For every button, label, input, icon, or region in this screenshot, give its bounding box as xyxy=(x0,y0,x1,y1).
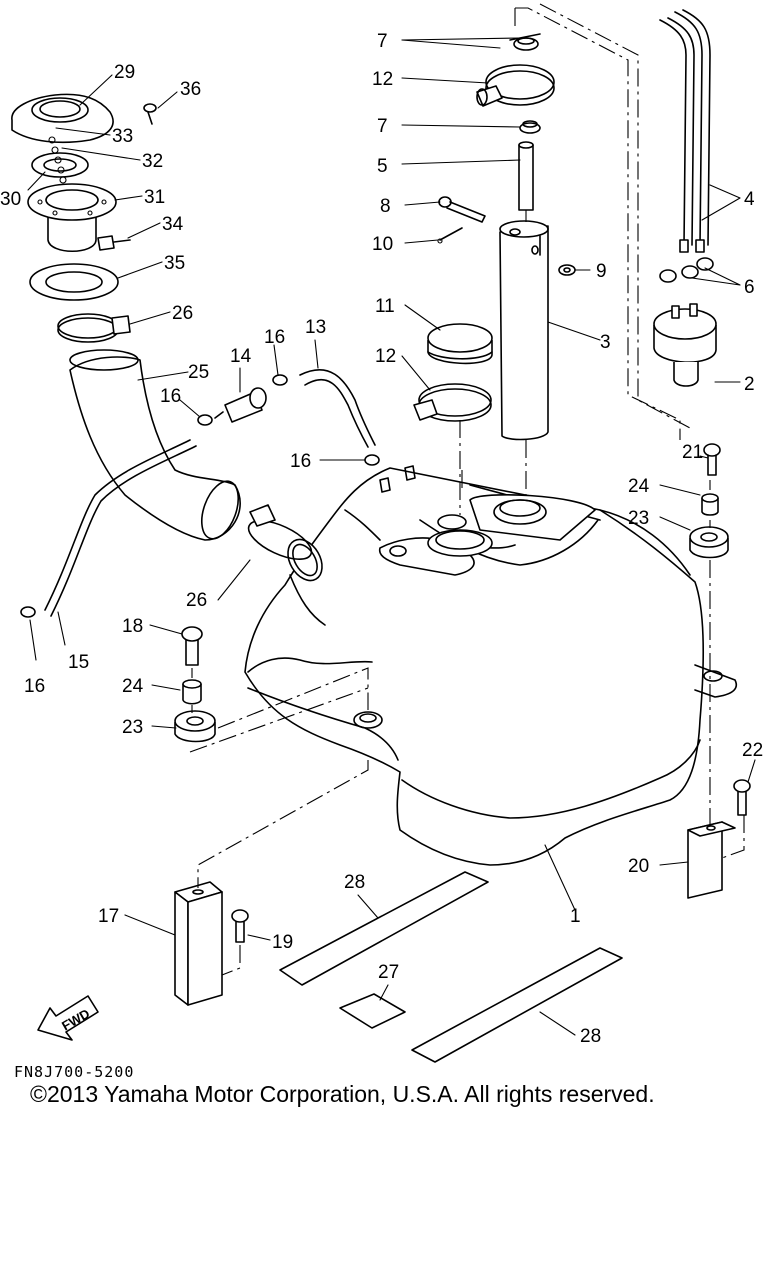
callout-14: 14 xyxy=(230,346,252,367)
pump-tube-part-3 xyxy=(499,220,549,441)
clamp-part-12-lower xyxy=(413,383,492,422)
bolt-part-8 xyxy=(438,196,486,223)
pin-part-10 xyxy=(437,227,463,244)
filler-neck-part-31 xyxy=(27,183,117,252)
callout-16-b: 16 xyxy=(160,386,181,407)
callout-3: 3 xyxy=(600,332,611,353)
pad-part-27 xyxy=(339,993,406,1029)
callout-16-a: 16 xyxy=(264,327,285,348)
callout-7-lower: 7 xyxy=(377,116,388,137)
callout-36: 36 xyxy=(180,79,201,100)
bolt-part-21 xyxy=(703,443,721,476)
callout-15: 15 xyxy=(68,652,89,673)
callout-labels: 7 12 7 5 8 10 9 11 3 12 4 6 2 29 36 33 3… xyxy=(0,31,763,1047)
pad-part-28-lower xyxy=(411,947,623,1063)
callout-6: 6 xyxy=(744,277,755,298)
callout-35: 35 xyxy=(164,253,185,274)
callout-27: 27 xyxy=(378,962,399,983)
callout-18: 18 xyxy=(122,616,143,637)
callout-34: 34 xyxy=(162,214,184,235)
callout-20: 20 xyxy=(628,856,649,877)
copyright-notice: ©2013 Yamaha Motor Corporation, U.S.A. A… xyxy=(30,1081,655,1107)
bolt-part-18 xyxy=(181,626,203,666)
fwd-arrow-icon: FWD xyxy=(37,995,99,1041)
bracket-part-20 xyxy=(687,821,736,899)
callout-31: 31 xyxy=(144,187,165,208)
callout-33: 33 xyxy=(112,126,133,147)
hoses-part-4 xyxy=(659,9,711,253)
callout-22: 22 xyxy=(742,740,763,761)
callout-5: 5 xyxy=(377,156,388,177)
callout-2: 2 xyxy=(744,374,755,395)
collar-part-24-rear xyxy=(701,493,719,516)
callout-13: 13 xyxy=(305,317,326,338)
callout-9: 9 xyxy=(596,261,607,282)
callout-32: 32 xyxy=(142,151,163,172)
callout-16-d: 16 xyxy=(24,676,45,697)
callout-23-front: 23 xyxy=(122,717,143,738)
rod-part-5 xyxy=(518,141,534,211)
filler-hose-part-25 xyxy=(69,349,241,541)
callout-12-upper: 12 xyxy=(372,69,393,90)
callout-21: 21 xyxy=(682,442,703,463)
gasket-part-30 xyxy=(31,152,89,178)
leader-lines xyxy=(27,37,756,1036)
callout-29: 29 xyxy=(114,62,135,83)
clamp-part-26-upper xyxy=(57,313,131,343)
callout-11: 11 xyxy=(375,296,395,317)
gasket-part-35 xyxy=(29,263,119,301)
valve-part-14 xyxy=(214,387,267,423)
callout-25: 25 xyxy=(188,362,209,383)
callout-26-lower: 26 xyxy=(186,590,207,611)
collar-part-24-front xyxy=(182,679,202,705)
hose-part-13 xyxy=(299,369,376,448)
clamp-part-12-upper xyxy=(476,64,555,107)
callout-28-lower: 28 xyxy=(580,1026,601,1047)
pad-part-28-upper xyxy=(279,871,489,986)
fuel-pump-part-2 xyxy=(653,303,717,387)
callout-7-upper: 7 xyxy=(377,31,388,52)
callout-19: 19 xyxy=(272,932,293,953)
clamp-part-26-lower xyxy=(247,504,313,560)
callout-24-front: 24 xyxy=(122,676,144,697)
cap-part-11 xyxy=(427,323,493,365)
callout-23-rear: 23 xyxy=(628,508,649,529)
screw-part-36 xyxy=(143,103,157,125)
filler-cap-part-29 xyxy=(11,93,114,144)
callout-12-lower: 12 xyxy=(375,346,396,367)
bracket-part-17 xyxy=(174,881,223,1006)
bolt-part-19 xyxy=(231,909,249,943)
callout-1: 1 xyxy=(570,906,581,927)
callout-16-c: 16 xyxy=(290,451,311,472)
fuel-tank-part-1 xyxy=(244,465,737,866)
callout-26-upper: 26 xyxy=(172,303,193,324)
callout-28-upper: 28 xyxy=(344,872,365,893)
callout-30: 30 xyxy=(0,189,21,210)
callout-24-rear: 24 xyxy=(628,476,650,497)
breather-hose-part-15 xyxy=(44,439,197,617)
callout-4: 4 xyxy=(744,189,755,210)
joints-part-6 xyxy=(659,257,714,283)
bolt-part-22 xyxy=(733,779,751,816)
callout-17: 17 xyxy=(98,906,119,927)
clips-part-16 xyxy=(20,374,380,618)
grommet-part-23-rear xyxy=(689,526,729,559)
grommet-part-23-front xyxy=(174,710,216,743)
part-code: FN8J700-5200 xyxy=(14,1063,134,1081)
assembly-lines xyxy=(189,3,745,976)
callout-10: 10 xyxy=(372,234,393,255)
clip-part-7 xyxy=(509,33,541,134)
washer-part-9 xyxy=(558,264,576,276)
fitting-part-34 xyxy=(97,235,131,251)
callout-8: 8 xyxy=(380,196,391,217)
